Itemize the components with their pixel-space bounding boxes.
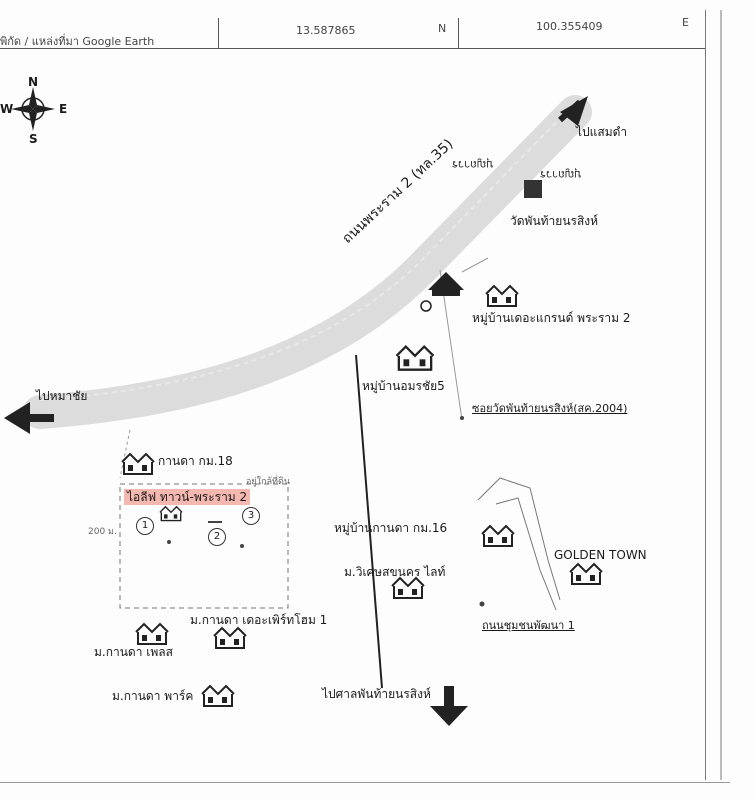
label-kanda-park: ม.กานดา พาร์ค <box>112 689 194 703</box>
compass-east: E <box>59 102 68 116</box>
label-golden-town: GOLDEN TOWN <box>554 548 647 562</box>
compass-south: S <box>29 132 38 146</box>
label-soi-wat: ซอยวัดพันท้ายนรสิงห์(สค.2004) <box>472 402 628 415</box>
label-road-community: ถนนชุมชนพัฒนา 1 <box>482 619 575 632</box>
house-icon <box>391 576 425 599</box>
plot-marker-3: 3 <box>242 507 260 525</box>
label-kanda-plus: ม.กานดา เพลส <box>94 645 173 659</box>
label-project-name: ไอลีฟ ทาวน์-พระราม 2 <box>124 489 251 505</box>
rama2-road <box>23 95 592 429</box>
house-icon <box>121 452 155 475</box>
header-divider <box>458 18 459 48</box>
page-edge <box>705 10 706 780</box>
temple-icon <box>428 272 464 296</box>
house-icon <box>201 684 235 707</box>
plot-marker-1: 1 <box>136 517 154 535</box>
source-label: พิกัด / แหล่งที่มา Google Earth <box>0 35 155 48</box>
rama2-road-edge <box>39 107 571 401</box>
house-icon <box>159 505 183 522</box>
label-to-sanphanthai: ไปศาลพันท้ายนรสิงห์ <box>322 687 431 701</box>
page-edge-shadow <box>720 10 722 780</box>
latitude-value: 13.587865 <box>296 24 356 37</box>
label-kanda-km18: กานดา กม.18 <box>158 454 233 468</box>
label-small-note: อยู่ใกล้ที่ดิน <box>246 477 290 487</box>
label-kanda-perfect: ม.กานดา เดอะเพิร์ทโฮม 1 <box>190 613 328 627</box>
label-wat-phanthai: วัดพันท้ายนรสิงห์ <box>510 214 599 228</box>
label-village-grand: หมู่บ้านเดอะแกรนด์ พระราม 2 <box>472 311 631 325</box>
arrow-to-shrine <box>430 706 468 726</box>
house-icon <box>135 622 169 645</box>
label-to-samdam: ไปแสมดำ <box>576 125 628 139</box>
label-scale-note: 200 ม. <box>88 527 117 537</box>
house-icon <box>569 562 603 585</box>
label-wisetsakhon: ม.วิเศษสขนคร ไลท์ <box>344 565 446 579</box>
compass-north: N <box>28 75 39 89</box>
temple-sign-1: บุญถาวร <box>452 158 494 172</box>
arrow-to-mahachai <box>4 402 30 434</box>
header-divider <box>218 18 219 48</box>
compass-rose <box>11 87 55 131</box>
golden-town-road <box>477 477 561 601</box>
temple-sign-2: บุญถาวร <box>540 168 582 182</box>
project-name-highlight: ไอลีฟ ทาวน์-พระราม 2 <box>124 489 251 505</box>
label-village-kanda-km16: หมู่บ้านกานดา กม.16 <box>334 521 448 535</box>
road-to-shrine <box>355 354 383 689</box>
house-icon <box>481 524 515 547</box>
house-icon <box>213 626 247 649</box>
longitude-direction: E <box>682 16 689 29</box>
house-icon <box>485 284 519 307</box>
plot-marker-2: 2 <box>208 528 226 546</box>
project-boundary <box>119 483 289 609</box>
latitude-direction: N <box>438 22 447 35</box>
longitude-value: 100.355409 <box>536 20 603 33</box>
compass-west: W <box>0 102 14 116</box>
shrine-marker <box>420 300 432 312</box>
house-icon <box>395 344 435 371</box>
label-to-mahachai: ไปหมาชัย <box>36 389 88 403</box>
wat-icon <box>524 180 542 198</box>
page-bottom-edge <box>0 782 730 783</box>
label-village-amornchai: หมู่บ้านอมรชัย5 <box>362 379 445 393</box>
coordinate-header: พิกัด / แหล่งที่มา Google Earth 13.58786… <box>0 12 705 49</box>
